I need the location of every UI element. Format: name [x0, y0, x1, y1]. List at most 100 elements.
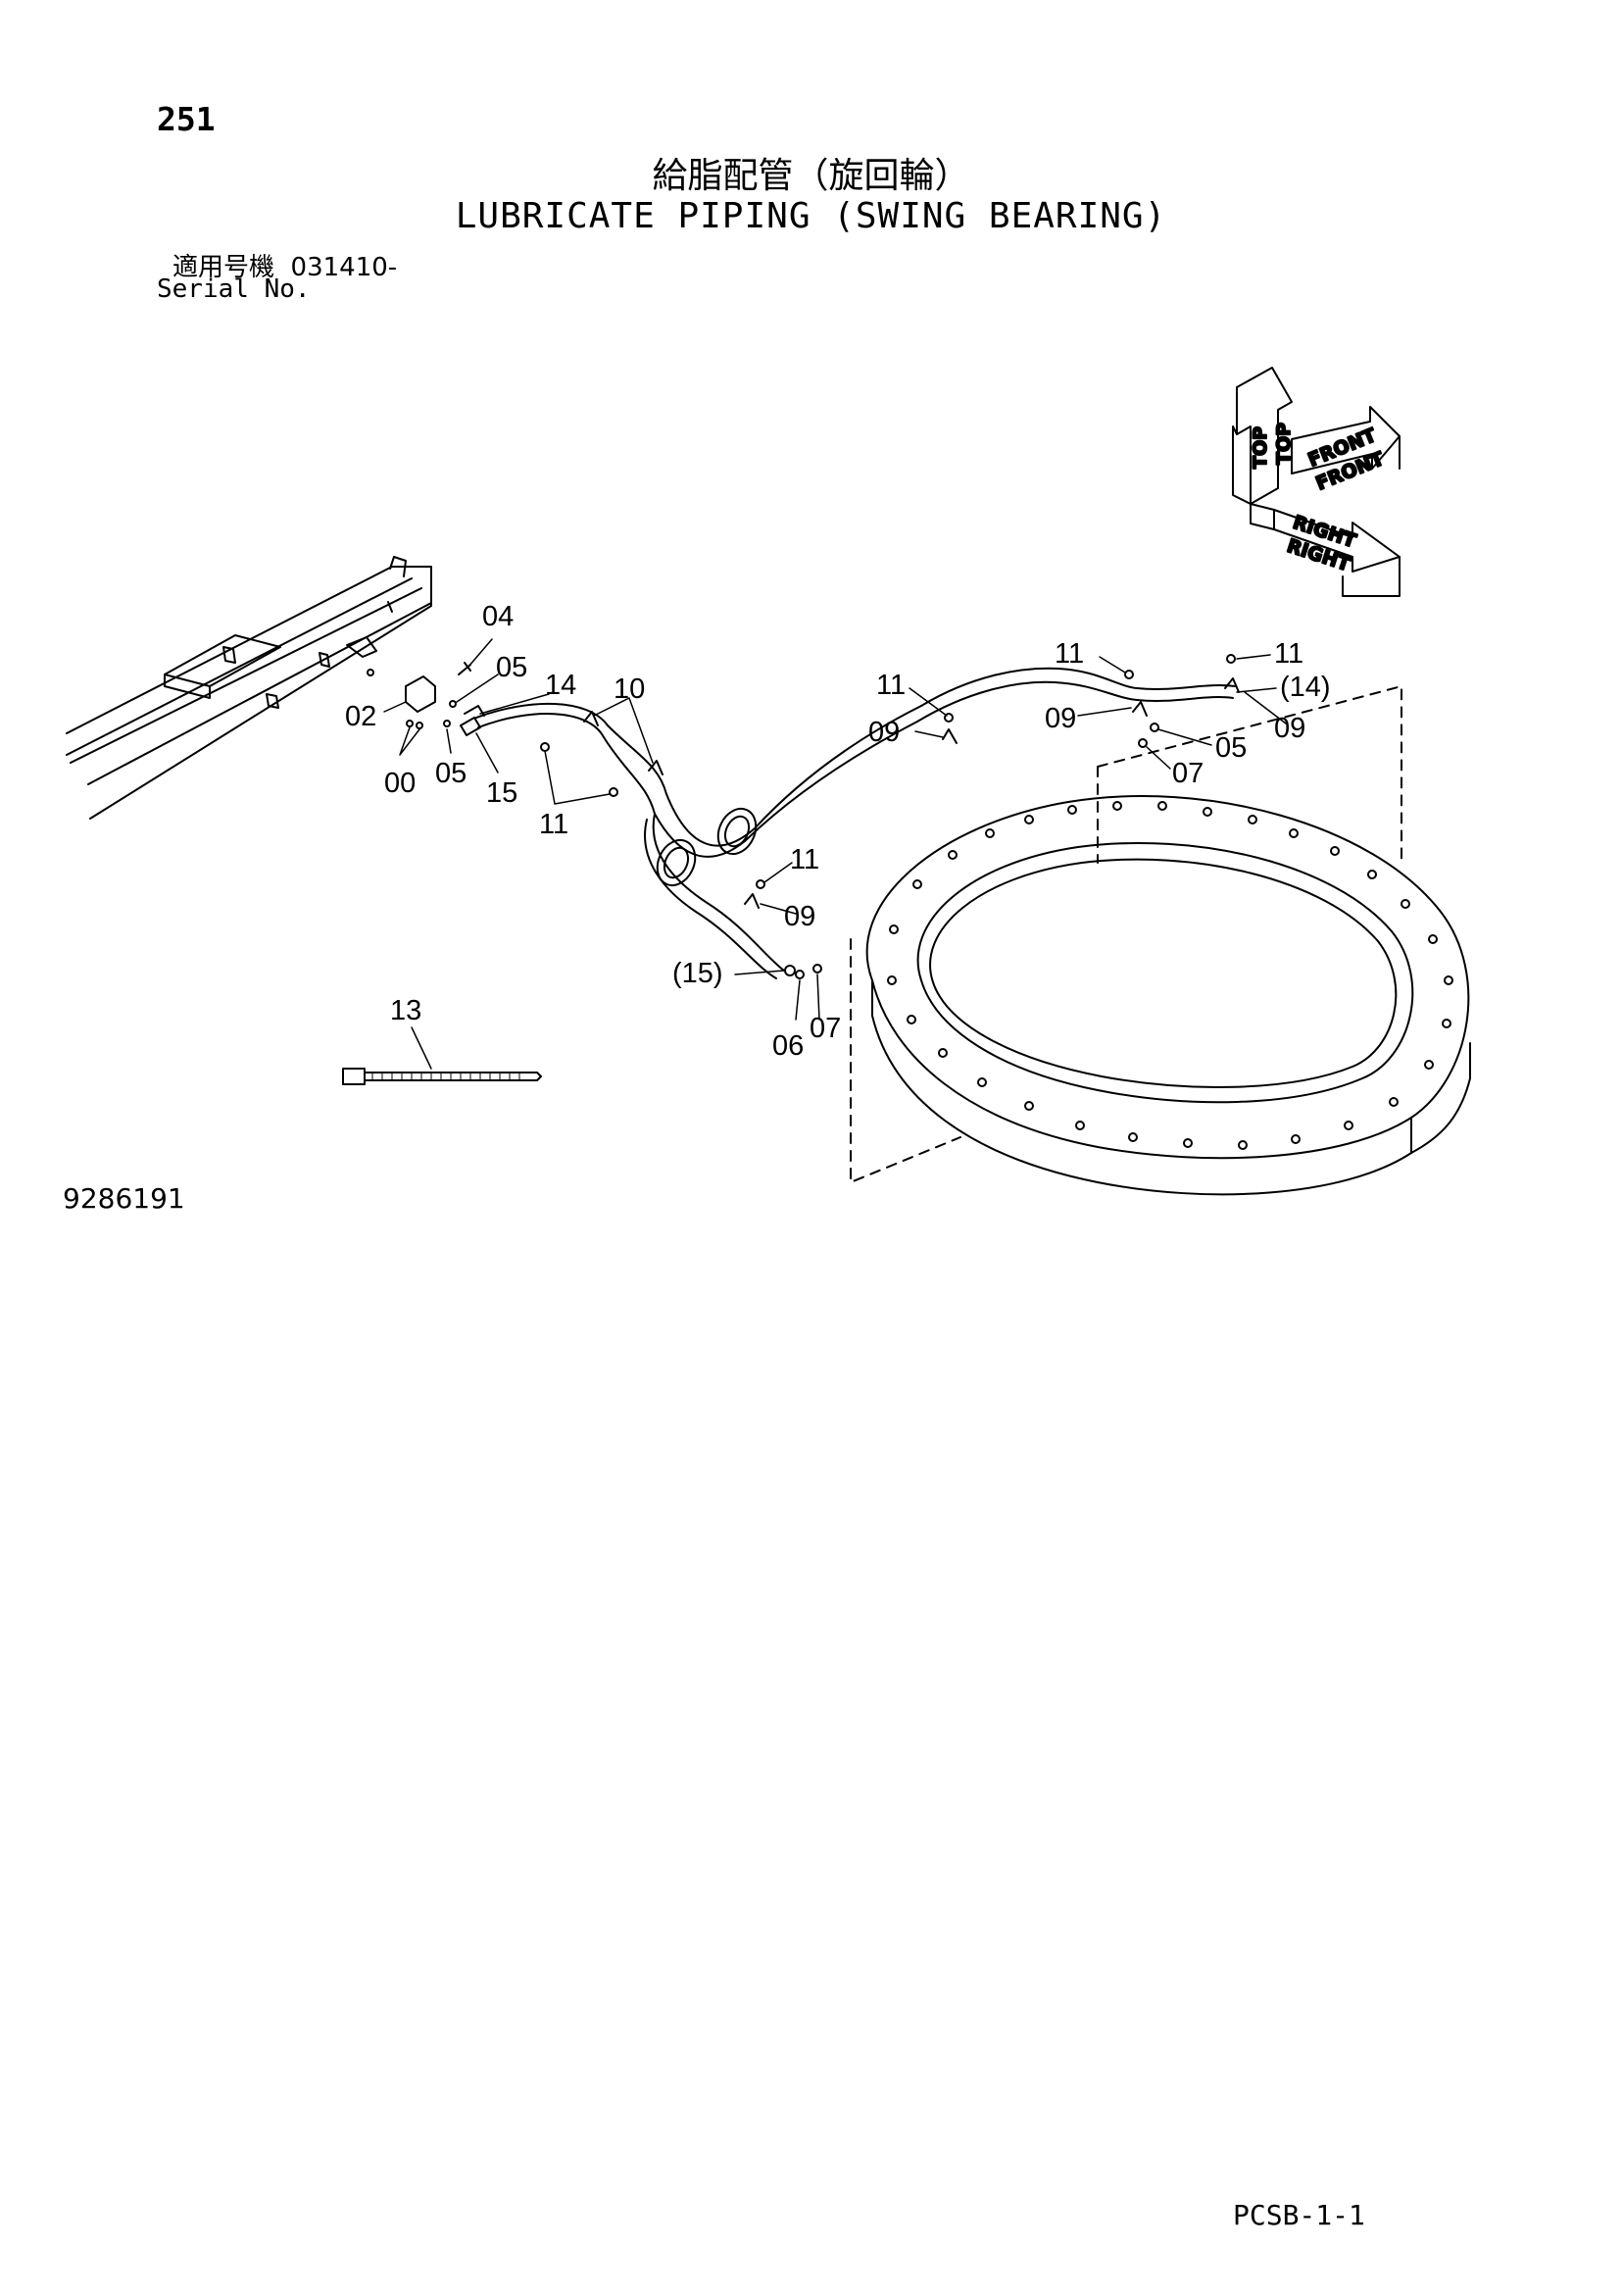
clamp-09a: [942, 728, 958, 744]
indicator-frame: [1342, 435, 1401, 597]
fitting-15: [460, 717, 481, 736]
swing-bearing: [850, 685, 1471, 1196]
pipe-branch: [652, 813, 785, 972]
beam-line: [70, 587, 422, 764]
fitting-14: [464, 705, 485, 717]
beam-bracket: [389, 556, 407, 577]
beam-bracket: [266, 693, 279, 709]
bolt-11c: [944, 713, 954, 723]
callout-13: 13: [390, 995, 421, 1026]
fitting-05a: [449, 700, 457, 708]
cable-tie: [342, 1068, 542, 1085]
fitting-00a: [406, 720, 414, 727]
callout-05: 05: [1215, 732, 1247, 764]
bolt-11e: [1226, 654, 1236, 664]
callout-15-ref: (15): [672, 958, 723, 989]
serial-line-japanese: 適用号機 031410-: [172, 247, 397, 283]
title-english: LUBRICATE PIPING (SWING BEARING): [455, 196, 1167, 236]
bolt-11f: [756, 879, 765, 889]
callout-11: 11: [876, 670, 906, 701]
lube-piping: [475, 667, 1240, 979]
beam-line: [87, 602, 432, 785]
bolt-11b: [609, 787, 618, 797]
callout-09: 09: [784, 901, 815, 932]
callout-06: 06: [772, 1030, 804, 1062]
front-arrow: [1291, 406, 1401, 474]
beam-bolt: [367, 669, 374, 676]
page-number: 251: [157, 100, 216, 138]
beam-bracket: [346, 636, 377, 658]
bearing-guide-line: [850, 685, 1402, 1183]
fitting-05b: [443, 720, 451, 727]
bearing-bolt-holes: [887, 801, 1453, 1150]
cable-tie-head: [342, 1068, 366, 1085]
beam-bracket: [164, 674, 211, 699]
callout-11: 11: [539, 809, 568, 840]
callout-11: 11: [1055, 638, 1084, 670]
bolt-04: [458, 662, 471, 675]
grease-block: [405, 675, 436, 713]
right-arrow: [1273, 509, 1401, 573]
callout-04: 04: [482, 601, 514, 632]
beam-bracket: [319, 652, 330, 668]
callout-09: 09: [1045, 703, 1076, 734]
serial-label-jp: 適用号機: [172, 253, 275, 282]
bearing-inner-race: [916, 841, 1414, 1104]
callout-09: 09: [1274, 713, 1305, 744]
pipe-coil-1: [716, 807, 758, 856]
callout-11: 11: [790, 844, 819, 875]
bearing-outer-side-right: [1410, 1042, 1471, 1154]
grease-block-assembly: [405, 662, 485, 736]
drawing-number: 9286191: [63, 1182, 185, 1215]
orientation-indicator: TOP TOP FRONT FRONT RIGHT RIGHT: [1232, 367, 1401, 597]
beam-bracket: [387, 601, 393, 613]
pipe-main-2: [477, 680, 1234, 858]
clamp-09c: [1224, 677, 1240, 693]
callout-15: 15: [486, 777, 517, 809]
callout-00: 00: [384, 768, 416, 799]
bearing-top-surface: [865, 795, 1470, 1160]
callout-10: 10: [614, 674, 645, 705]
frame-beam: [66, 556, 432, 820]
callout-07: 07: [810, 1013, 841, 1044]
top-arrow: [1236, 367, 1293, 505]
serial-label-en: Serial No.: [157, 275, 311, 304]
callout-14: 14: [545, 670, 576, 701]
pipe-branch-2: [644, 819, 777, 979]
beam-bracket: [222, 646, 236, 664]
sheet-code: PCSB-1-1: [1233, 2199, 1365, 2231]
fitting-15-end: [784, 965, 796, 976]
leader-lines: [383, 638, 1287, 1070]
callout-05: 05: [435, 758, 467, 789]
top-label-1: TOP: [1250, 426, 1271, 469]
pipe-coil-2-inner: [663, 846, 690, 879]
callout-11: 11: [1274, 638, 1303, 670]
pipe-coil-1-inner: [723, 815, 751, 848]
beam-outline: [66, 566, 432, 820]
callout-07: 07: [1172, 758, 1204, 789]
callout-02: 02: [345, 701, 376, 732]
fitting-07b: [812, 964, 822, 973]
bearing-inner-race-2: [929, 858, 1398, 1088]
callout-14-ref: (14): [1280, 672, 1331, 703]
fitting-06: [795, 970, 805, 979]
top-label-2: TOP: [1273, 423, 1295, 465]
pipe-coil-2: [656, 838, 697, 887]
cable-tie-strap: [364, 1072, 542, 1081]
cable-tie-teeth: [371, 1072, 520, 1081]
bearing-outer-side: [871, 979, 1412, 1196]
clamp-09d: [744, 893, 760, 909]
callout-labels: 04 05 14 10 02 00 05 15 11 11 09 11 09 1…: [345, 601, 1331, 1062]
bolt-11d: [1124, 670, 1134, 679]
fitting-00b: [416, 722, 423, 729]
beam-bracket: [164, 634, 281, 687]
callout-09: 09: [868, 717, 900, 748]
fitting-07a: [1138, 738, 1148, 748]
top-arrow-side: [1232, 425, 1252, 505]
callout-05: 05: [496, 652, 527, 683]
pipe-main: [475, 667, 1236, 847]
clamp-10a: [583, 711, 599, 726]
fitting-05c: [1150, 723, 1159, 732]
clamp-09b: [1132, 701, 1148, 717]
